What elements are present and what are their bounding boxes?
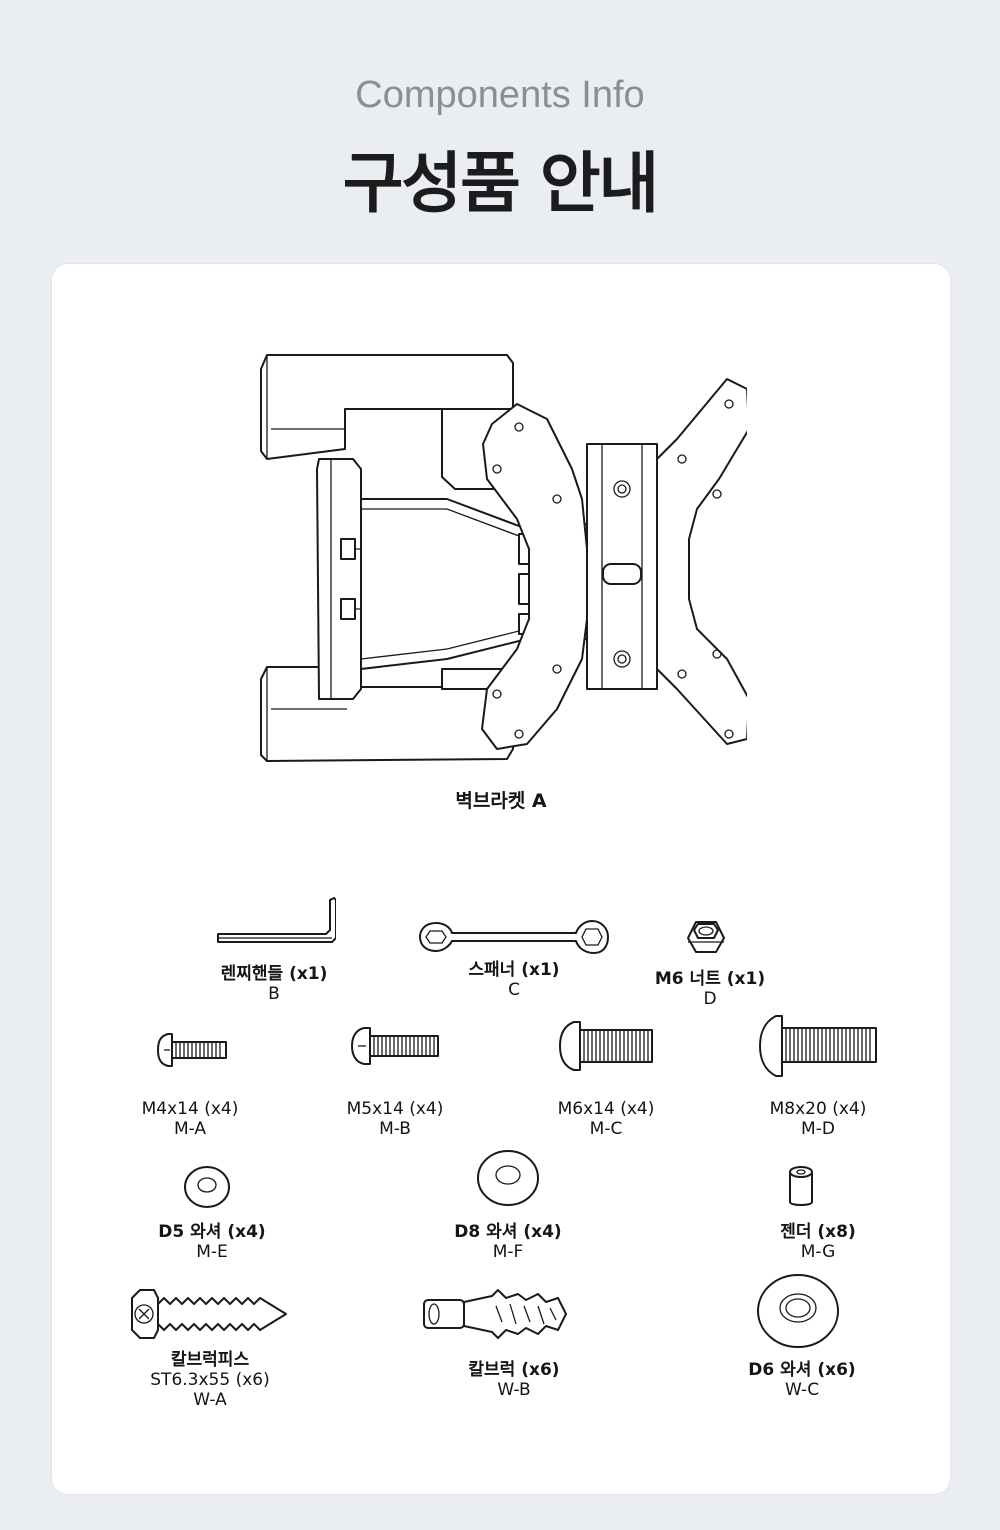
part-code: M-E — [196, 1242, 228, 1262]
lag-screw-icon — [128, 1288, 288, 1340]
wall-anchor-icon — [422, 1286, 568, 1342]
part-code: M-F — [492, 1242, 524, 1262]
part-label-m-b: M5x14 (x4) M-B — [295, 1099, 495, 1139]
washer-icon-d5 — [182, 1164, 232, 1210]
part-name: D6 와셔 (x6) — [748, 1360, 856, 1380]
bolt-icon-m8 — [758, 1014, 878, 1078]
part-name: M5x14 (x4) — [346, 1099, 444, 1119]
part-code: D — [703, 989, 717, 1009]
part-label-w-a: 칼브럭피스 ST6.3x55 (x6) W-A — [110, 1350, 310, 1410]
part-name: 젠더 (x8) — [780, 1222, 856, 1242]
page-subtitle: Components Info — [355, 74, 645, 116]
part-label-w-b: 칼브럭 (x6) W-B — [414, 1360, 614, 1400]
part-name: M6x14 (x4) — [557, 1099, 655, 1119]
spanner-icon — [418, 919, 610, 955]
washer-icon-d8 — [476, 1149, 540, 1207]
part-label-m-a: M4x14 (x4) M-A — [90, 1099, 290, 1139]
part-name: 스패너 (x1) — [468, 960, 560, 980]
part-name: M8x20 (x4) — [769, 1099, 867, 1119]
part-label-b: 렌찌핸들 (x1) B — [174, 964, 374, 1004]
part-code: M-B — [379, 1119, 411, 1139]
part-name: 렌찌핸들 (x1) — [220, 964, 328, 984]
part-code: M-C — [589, 1119, 623, 1139]
part-code: W-C — [784, 1380, 820, 1400]
hex-nut-icon — [684, 916, 728, 956]
wall-bracket-name: 벽브라켓 A — [455, 790, 547, 812]
part-code: C — [508, 980, 520, 1000]
part-label-m-d: M8x20 (x4) M-D — [718, 1099, 918, 1139]
part-label-m-f: D8 와셔 (x4) M-F — [408, 1222, 608, 1262]
spacer-icon — [786, 1164, 816, 1210]
part-label-c: 스패너 (x1) C — [414, 960, 614, 1000]
part-code: W-B — [497, 1380, 531, 1400]
wall-bracket-label: 벽브라켓 A — [401, 791, 601, 811]
part-label-d: M6 너트 (x1) D — [610, 969, 810, 1009]
part-label-m-c: M6x14 (x4) M-C — [506, 1099, 706, 1139]
part-code: M-G — [800, 1242, 836, 1262]
part-code: W-A — [193, 1390, 227, 1410]
part-label-m-g: 젠더 (x8) M-G — [718, 1222, 918, 1262]
bolt-icon-m5 — [350, 1026, 440, 1066]
page-title: 구성품 안내 — [342, 145, 660, 222]
bolt-icon-m6 — [558, 1020, 654, 1072]
part-spec: ST6.3x55 (x6) — [150, 1370, 270, 1390]
part-code: B — [268, 984, 280, 1004]
part-name: M6 너트 (x1) — [654, 969, 766, 989]
allen-wrench-icon — [216, 896, 336, 946]
part-code: M-A — [173, 1119, 207, 1139]
part-label-m-e: D5 와셔 (x4) M-E — [112, 1222, 312, 1262]
part-name: D8 와셔 (x4) — [454, 1222, 562, 1242]
part-name: 칼브럭 (x6) — [468, 1360, 560, 1380]
components-card: 벽브라켓 A 렌찌핸들 (x1) B 스패너 (x1) C M6 너트 (x1) — [52, 264, 950, 1494]
part-code: M-D — [801, 1119, 835, 1139]
part-name: 칼브럭피스 — [170, 1350, 250, 1370]
part-name: D5 와셔 (x4) — [158, 1222, 266, 1242]
part-name: M4x14 (x4) — [141, 1099, 239, 1119]
wall-bracket-illustration — [257, 349, 747, 769]
bolt-icon-m4 — [156, 1032, 228, 1068]
part-label-w-c: D6 와셔 (x6) W-C — [702, 1360, 902, 1400]
washer-icon-d6 — [756, 1272, 840, 1350]
